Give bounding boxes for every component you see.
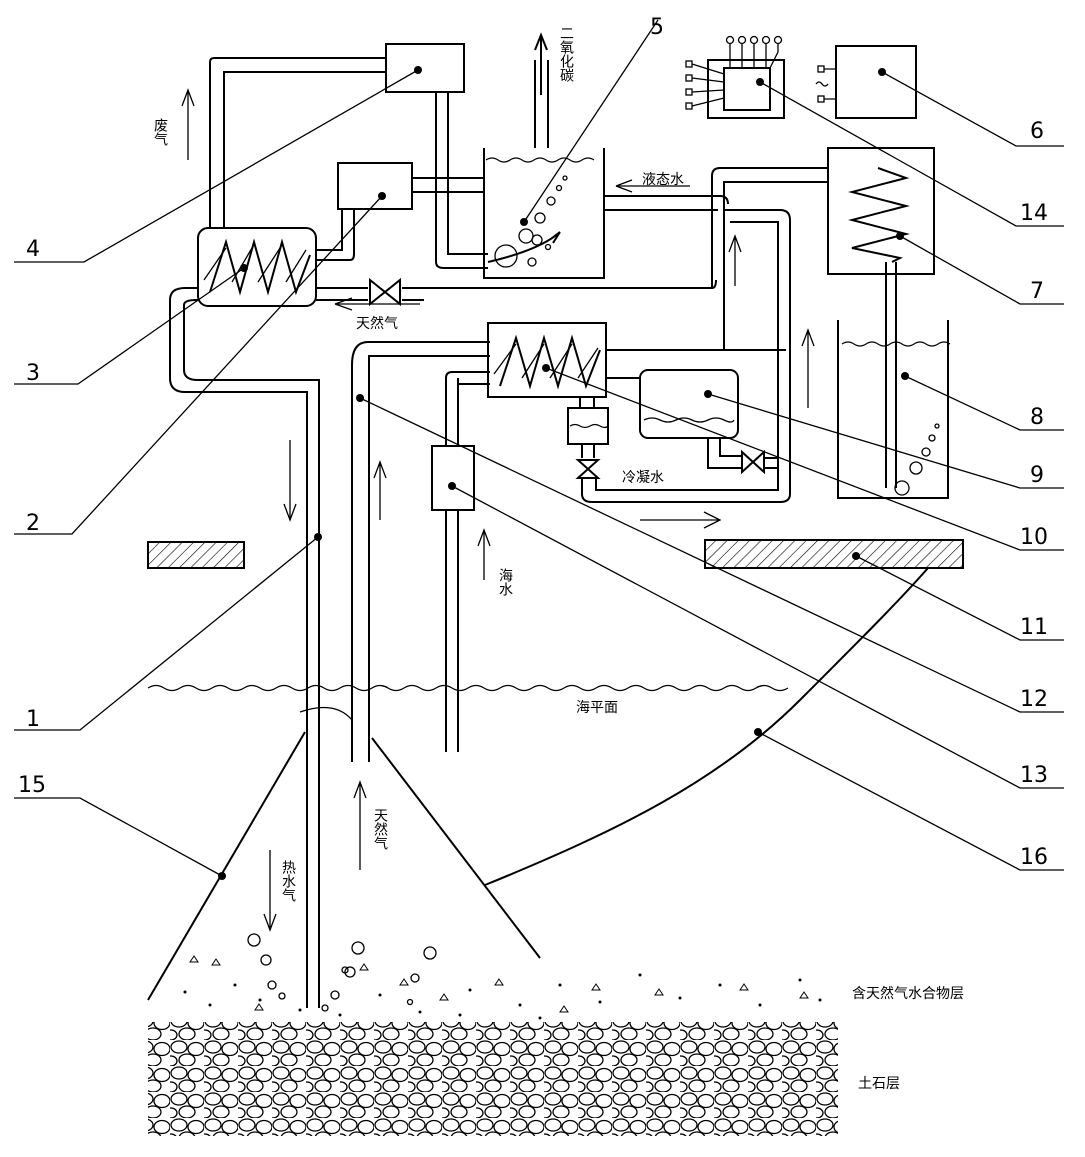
seabed-curve-16 xyxy=(485,568,928,885)
rock-layer xyxy=(148,1022,838,1136)
num-16: 16 xyxy=(1020,845,1048,870)
pipe-1 xyxy=(307,400,319,1008)
num-4: 4 xyxy=(26,237,40,262)
label-natural-gas-well: 天然气 xyxy=(372,808,388,850)
tank-bubbles xyxy=(495,176,567,267)
valve-condensate xyxy=(578,460,598,478)
num-13: 13 xyxy=(1020,763,1048,788)
cone-right-slope xyxy=(372,738,540,958)
heat-exchanger-3 xyxy=(198,228,316,306)
box-4 xyxy=(386,44,464,92)
num-3: 3 xyxy=(26,361,40,386)
num-12: 12 xyxy=(1020,687,1048,712)
platform-left xyxy=(148,542,244,568)
label-liquid-water: 液态水 xyxy=(642,172,684,188)
hydrate-triangles xyxy=(190,956,808,1012)
label-condensed-water: 冷凝水 xyxy=(622,470,664,486)
label-natural-gas-top: 天然气 xyxy=(356,315,398,332)
label-co2: 二氧化碳 xyxy=(558,26,574,82)
label-sea-level: 海平面 xyxy=(576,700,618,716)
label-hot-steam: 热水气 xyxy=(280,860,296,902)
box-13 xyxy=(432,446,474,510)
condensate-trap xyxy=(568,408,608,444)
tank-8 xyxy=(838,320,948,498)
coil-7-housing xyxy=(828,148,934,274)
label-waste-gas: 废气 xyxy=(152,118,168,146)
num-1: 1 xyxy=(26,707,40,732)
anchor-dots xyxy=(218,66,909,880)
valve-right xyxy=(742,452,764,472)
heat-exchanger-10 xyxy=(488,323,606,397)
num-7: 7 xyxy=(1030,279,1044,304)
num-5: 5 xyxy=(650,15,664,40)
num-9: 9 xyxy=(1030,463,1044,488)
hydrate-bubbles xyxy=(248,934,436,1011)
label-rock-layer: 土石层 xyxy=(858,1076,900,1092)
label-sea-water: 海水 xyxy=(497,568,513,596)
pipe-12 xyxy=(352,365,369,762)
num-8: 8 xyxy=(1030,405,1044,430)
num-10: 10 xyxy=(1020,525,1048,550)
sea-level-wave xyxy=(148,686,788,691)
num-2: 2 xyxy=(26,511,40,536)
label-hydrate-layer: 含天然气水合物层 xyxy=(852,985,964,1002)
valve-top xyxy=(370,280,400,304)
box-2 xyxy=(338,163,412,209)
platform-11 xyxy=(705,540,963,568)
pipe-13 xyxy=(446,378,458,752)
num-11: 11 xyxy=(1020,615,1048,640)
separator-9 xyxy=(640,370,738,438)
num-15: 15 xyxy=(18,773,46,798)
power-box-6 xyxy=(836,46,916,118)
num-14: 14 xyxy=(1020,201,1048,226)
num-6: 6 xyxy=(1030,119,1044,144)
